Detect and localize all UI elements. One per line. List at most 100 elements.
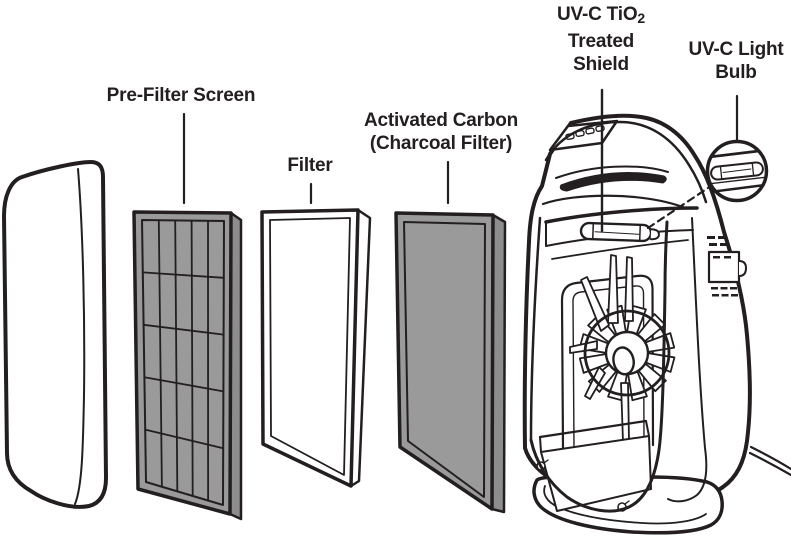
filter-label: Filter	[287, 154, 332, 177]
uvc-bulb-label-line2: Bulb	[715, 62, 757, 83]
front-face-left-edge	[529, 216, 542, 442]
inset-bulb-center-line	[722, 168, 752, 173]
vent-slit	[712, 294, 719, 297]
uvc-shield-label-line3: Shield	[573, 54, 629, 75]
inset-shelf-bottom-line	[709, 183, 765, 194]
uvc-shield-label-line2: Treated	[567, 31, 635, 52]
fan-blades	[569, 254, 676, 443]
fan-blade-long	[620, 382, 630, 443]
uvc-bulb-label-line1: UV-C Light	[688, 39, 784, 60]
activated-carbon-label-line1: Activated Carbon	[363, 110, 519, 131]
fan-blade-long	[580, 276, 610, 332]
pre-filter-front-face	[132, 210, 233, 516]
side-panel-details	[707, 236, 747, 297]
grid-line	[174, 219, 179, 493]
fan-blade-long	[607, 254, 619, 324]
vent-slit	[711, 287, 718, 290]
uvc-bulb-inset-detail	[705, 139, 769, 203]
vent-slit	[720, 287, 728, 290]
side-crease-foot	[667, 217, 708, 503]
control-button	[585, 127, 595, 135]
fan	[569, 254, 676, 443]
handle-lower-line	[541, 194, 685, 209]
grid-line	[141, 271, 225, 279]
uvc-light-bulb-installed	[579, 221, 660, 243]
vent-slit	[721, 294, 729, 297]
cavity-outer-wall	[560, 274, 655, 450]
vent-slit	[707, 236, 715, 239]
front-panel-outline	[2, 160, 108, 509]
tray-front-face	[540, 435, 652, 512]
inset-bulb-cap-line	[719, 166, 723, 180]
screw-tail	[543, 459, 549, 464]
door-latch-tab	[738, 260, 747, 277]
vent-slit	[713, 256, 720, 259]
grid-line	[190, 219, 194, 497]
vent-slit	[718, 236, 726, 239]
tray-ledge-cap	[645, 420, 650, 437]
fan-blade-long	[584, 366, 606, 400]
front-bottom-sweep	[529, 220, 669, 513]
uvc-shield-label-line1: UV-C TiO2	[557, 4, 645, 26]
inset-bulb-cap-line	[751, 162, 755, 176]
vent-slit	[709, 243, 717, 246]
filter-tray	[529, 217, 708, 513]
power-cord	[748, 445, 791, 477]
fan-ring	[583, 309, 671, 397]
fan-hub-hole	[612, 346, 635, 376]
pre-filter-screen-label: Pre-Filter Screen	[107, 84, 256, 107]
carbon-inner-frame	[403, 221, 486, 498]
uvc-bulb-label: UV-C Light Bulb	[688, 38, 783, 84]
tray-ledge-cap	[539, 436, 542, 453]
inset-bracket-line	[709, 176, 765, 185]
bulb-cap-line	[638, 225, 641, 242]
vent-slit	[730, 287, 737, 290]
front-panel	[2, 160, 108, 509]
shield-shelf-step	[551, 239, 689, 260]
arch-inner-rim	[544, 120, 708, 204]
filter-label-text: Filter	[287, 155, 333, 176]
vent-slit	[720, 243, 728, 246]
fan-blade-long	[624, 256, 634, 322]
pre-filter-grid	[141, 219, 225, 502]
fan-cavity	[560, 274, 655, 450]
leader-lines	[182, 88, 739, 233]
front-face	[529, 206, 699, 442]
front-panel-contour-line	[74, 168, 86, 505]
grid-line	[143, 376, 225, 393]
inset-connector-dashed-line	[646, 184, 713, 230]
grid-line	[157, 219, 163, 488]
grid-line	[144, 428, 225, 450]
bulb-cap-line	[591, 223, 595, 240]
vent-slits-upper	[707, 236, 728, 246]
base-surface-line	[543, 485, 707, 525]
handle-upper-line	[555, 165, 669, 179]
cord-line	[748, 451, 791, 477]
activated-carbon-filter	[394, 211, 507, 514]
front-face-top-edge	[544, 206, 699, 224]
bulb-end-knob	[649, 228, 660, 241]
access-door-slits	[713, 256, 731, 259]
carry-handle	[541, 120, 708, 209]
cavity-inner-wall	[572, 285, 645, 448]
cord-line	[749, 445, 791, 471]
vent-slit	[724, 256, 731, 259]
grid-line	[142, 323, 225, 336]
uvc-shield-label: UV-C TiO2 Treated Shield	[557, 3, 645, 76]
tray-ledge-line	[538, 419, 648, 439]
activated-carbon-label: Activated Carbon (Charcoal Filter)	[364, 109, 518, 155]
pre-filter-inner-frame	[141, 219, 225, 506]
activated-carbon-label-line2: (Charcoal Filter)	[369, 133, 513, 154]
bulb-center-line	[594, 231, 640, 235]
vent-slits-lower	[711, 287, 738, 297]
carbon-front-face	[394, 211, 495, 511]
filter	[260, 208, 372, 488]
control-button	[595, 124, 605, 133]
tio2-subscript: 2	[637, 10, 645, 26]
screw-tail	[624, 500, 630, 505]
filter-front-face	[260, 208, 360, 488]
filter-inner-frame	[269, 217, 351, 476]
vent-slit	[731, 294, 738, 297]
